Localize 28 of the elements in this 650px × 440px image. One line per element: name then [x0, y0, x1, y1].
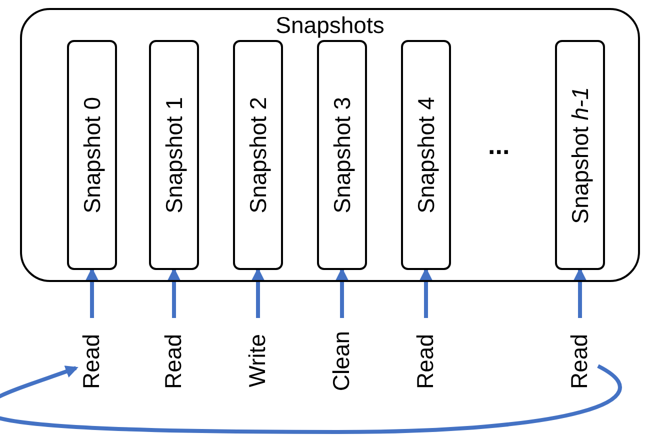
arrow: [420, 267, 432, 318]
arrow: [336, 267, 348, 318]
snapshot-label: Snapshot 4: [412, 96, 440, 214]
arrow: [252, 267, 264, 318]
snapshot-label: Read: [78, 334, 104, 388]
snapshot-label: Snapshot 0: [78, 96, 106, 214]
arrow: [168, 267, 180, 318]
snapshot-box: [317, 40, 367, 270]
snapshot-label: Read: [412, 334, 438, 388]
snapshot-label: Snapshot 1: [160, 96, 188, 214]
snapshot-label: Read: [566, 334, 592, 388]
snapshot-box: [149, 40, 199, 270]
snapshot-box: [555, 40, 605, 270]
snapshot-box: [401, 40, 451, 270]
arrow: [86, 267, 98, 318]
snapshot-label: Snapshot 2: [244, 96, 272, 214]
ellipsis-text: ...: [488, 130, 510, 161]
snapshot-label: Snapshot h-1: [566, 86, 594, 224]
snapshot-label: Clean: [328, 330, 354, 392]
group-container: [20, 8, 640, 282]
snapshot-label: Read: [160, 334, 186, 388]
snapshot-box: [67, 40, 117, 270]
snapshot-label: Snapshot 3: [328, 96, 356, 214]
group-title: Snapshots: [274, 12, 386, 39]
snapshot-box: [233, 40, 283, 270]
arrow: [0, 364, 622, 434]
arrow: [574, 267, 586, 318]
snapshot-label: Write: [244, 334, 270, 388]
